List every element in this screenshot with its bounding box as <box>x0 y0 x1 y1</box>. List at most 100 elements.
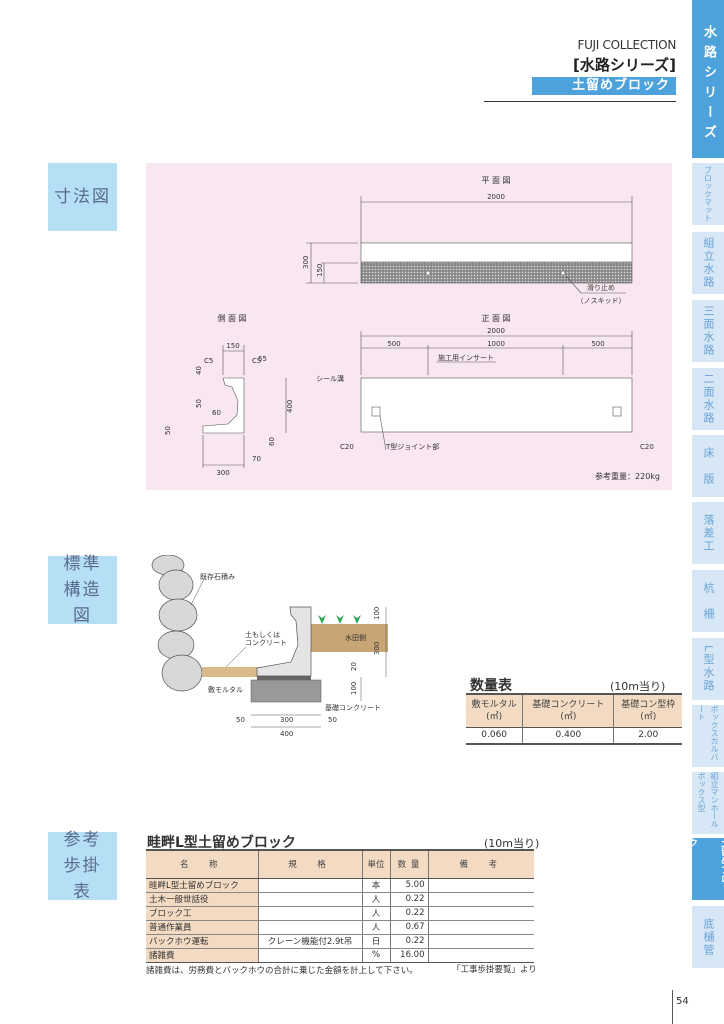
section-label-structure: 標準構造図 <box>48 554 117 626</box>
qt-header: 基礎コンクリート(㎥) <box>522 693 615 727</box>
labor-cell-note <box>428 892 534 907</box>
dim-label: 300 <box>216 469 229 477</box>
labor-header: 備 考 <box>428 849 534 879</box>
labor-cell-qty: 0.22 <box>390 892 429 907</box>
base-concrete <box>250 679 322 703</box>
labor-cell-spec <box>258 892 363 907</box>
dim-label: 40 <box>195 366 203 375</box>
qt-header-unit: (㎥) <box>560 711 577 722</box>
sidebar-tab[interactable]: ボックスカルバート <box>692 705 724 767</box>
labor-cell-name: 普通作業員 <box>146 920 259 935</box>
dim-label: 2000 <box>487 193 505 201</box>
dim-label: 500 <box>591 340 604 348</box>
mortar-label: 敷モルタル <box>208 685 243 694</box>
dim-label: 100 <box>350 682 358 695</box>
qt-header-name: 基礎コン型枠 <box>621 699 676 710</box>
quantity-table: 敷モルタル(㎥) 基礎コンクリート(㎥) 基礎コン型枠(㎡) 0.060 0.4… <box>466 693 682 745</box>
dim-label: 150 <box>316 264 324 277</box>
dim-label: 100 <box>373 607 381 620</box>
labor-cell-note <box>428 878 534 893</box>
page-number: 54 <box>676 996 689 1007</box>
labor-cell-name: バックホウ運転 <box>146 934 259 949</box>
labor-cell-unit: 人 <box>362 892 391 907</box>
weight-label: 参考重量：220kg <box>595 471 660 481</box>
labor-footnote: 諸雑費は、労務費とバックホウの合計に乗じた金額を計上して下さい。 <box>146 966 418 976</box>
qt-header-name: 基礎コンクリート <box>532 699 605 710</box>
stone-wall <box>151 555 203 692</box>
sidebar-tab[interactable]: 落差工 <box>692 502 724 564</box>
insert-label: 施工用インサート <box>438 353 494 362</box>
dim-label: 50 <box>236 716 245 724</box>
dim-label: C5 <box>252 357 261 365</box>
labor-cell-name: ブロック工 <box>146 906 259 921</box>
labor-cell-unit: 人 <box>362 920 391 935</box>
labor-cell-spec <box>258 948 363 963</box>
dim-label: 300 <box>302 256 310 269</box>
dim-label: 300 <box>373 642 381 655</box>
structure-drawing: 既存石積み 土もしくは コンクリート 水田側 敷モルタル 基礎コンクリート 10… <box>151 555 388 738</box>
dim-label: 20 <box>350 662 358 671</box>
labor-cell-spec <box>258 906 363 921</box>
labor-cell-note <box>428 948 534 963</box>
side-view: 側 面 図 150 55 C5 C5 40 50 60 50 400 60 70… <box>164 313 294 477</box>
front-view: 正 面 図 2000 500 1000 500 施工用インサート シール溝 C2… <box>316 314 660 481</box>
dim-label: 400 <box>280 730 293 738</box>
sidebar-tab[interactable]: L型水路 <box>692 638 724 700</box>
labor-cell-spec <box>258 878 363 893</box>
labor-header: 規 格 <box>258 849 363 879</box>
dim-label: 500 <box>387 340 400 348</box>
labor-cell-qty: 0.67 <box>390 920 429 935</box>
plan-title: 平 面 図 <box>481 176 510 185</box>
dim-label: C20 <box>340 443 354 451</box>
labor-table-unit: (10m当り) <box>484 837 540 850</box>
nonskid-label: 滑り止め <box>587 283 615 292</box>
labor-cell-unit: % <box>362 948 391 963</box>
side-title: 側 面 図 <box>217 313 246 323</box>
sidebar-tab[interactable]: 組立水路 <box>692 232 724 294</box>
plant-icons <box>318 612 361 624</box>
sidebar-tab[interactable]: 底樋管 <box>692 906 724 968</box>
sidebar-tab[interactable]: ブロックマット <box>692 163 724 225</box>
labor-source: 「工事歩掛要覧」より <box>452 965 537 975</box>
soil-label: コンクリート <box>245 639 287 647</box>
labor-cell-note <box>428 920 534 935</box>
labor-cell-spec: クレーン機能付2.9t吊 <box>258 934 363 949</box>
sidebar-tab[interactable]: 杭 柵 <box>692 570 724 632</box>
labor-cell-spec <box>258 920 363 935</box>
labor-cell-unit: 日 <box>362 934 391 949</box>
labor-cell-note <box>428 906 534 921</box>
sidebar-tab[interactable]: 土留めブロック <box>687 838 724 900</box>
series-title: [水路シリーズ] <box>573 56 676 74</box>
quantity-table-unit: (10m当り) <box>610 680 666 693</box>
qt-header: 基礎コン型枠(㎡) <box>613 693 682 727</box>
dim-label: 60 <box>212 409 221 417</box>
qt-header-unit: (㎡) <box>640 711 657 722</box>
labor-cell-qty: 16.00 <box>390 948 429 963</box>
quantity-table-title: 数量表 <box>470 678 512 694</box>
series-tab[interactable]: 水路シリーズ <box>692 0 724 158</box>
dim-label: 300 <box>280 716 293 724</box>
dimension-drawing: 平 面 図 2000 300 150 滑り止め （ノスキッド） 側 面 図 15… <box>164 176 660 481</box>
section-label-labor: 参考歩掛表 <box>48 830 117 902</box>
dim-label: 50 <box>195 399 203 408</box>
qt-header-unit: (㎥) <box>486 711 503 722</box>
labor-header: 単位 <box>362 849 391 879</box>
front-title: 正 面 図 <box>481 314 510 323</box>
sidebar-tab[interactable]: 床 版 <box>692 435 724 497</box>
table-row: 諸雑費%16.00 <box>146 948 534 963</box>
sidebar-tab[interactable]: 組立マンホール ボックス型 <box>692 772 724 834</box>
base-label: 基礎コンクリート <box>325 703 381 712</box>
dim-label: C20 <box>640 443 654 451</box>
sidebar-tab[interactable]: 二面水路 <box>692 368 724 430</box>
sidebar-tab[interactable]: 三面水路 <box>692 300 724 362</box>
labor-cell-name: 土木一般世話役 <box>146 892 259 907</box>
page-number-divider <box>672 990 673 1024</box>
qt-header: 敷モルタル(㎥) <box>466 693 524 727</box>
dim-label: 150 <box>226 342 239 350</box>
